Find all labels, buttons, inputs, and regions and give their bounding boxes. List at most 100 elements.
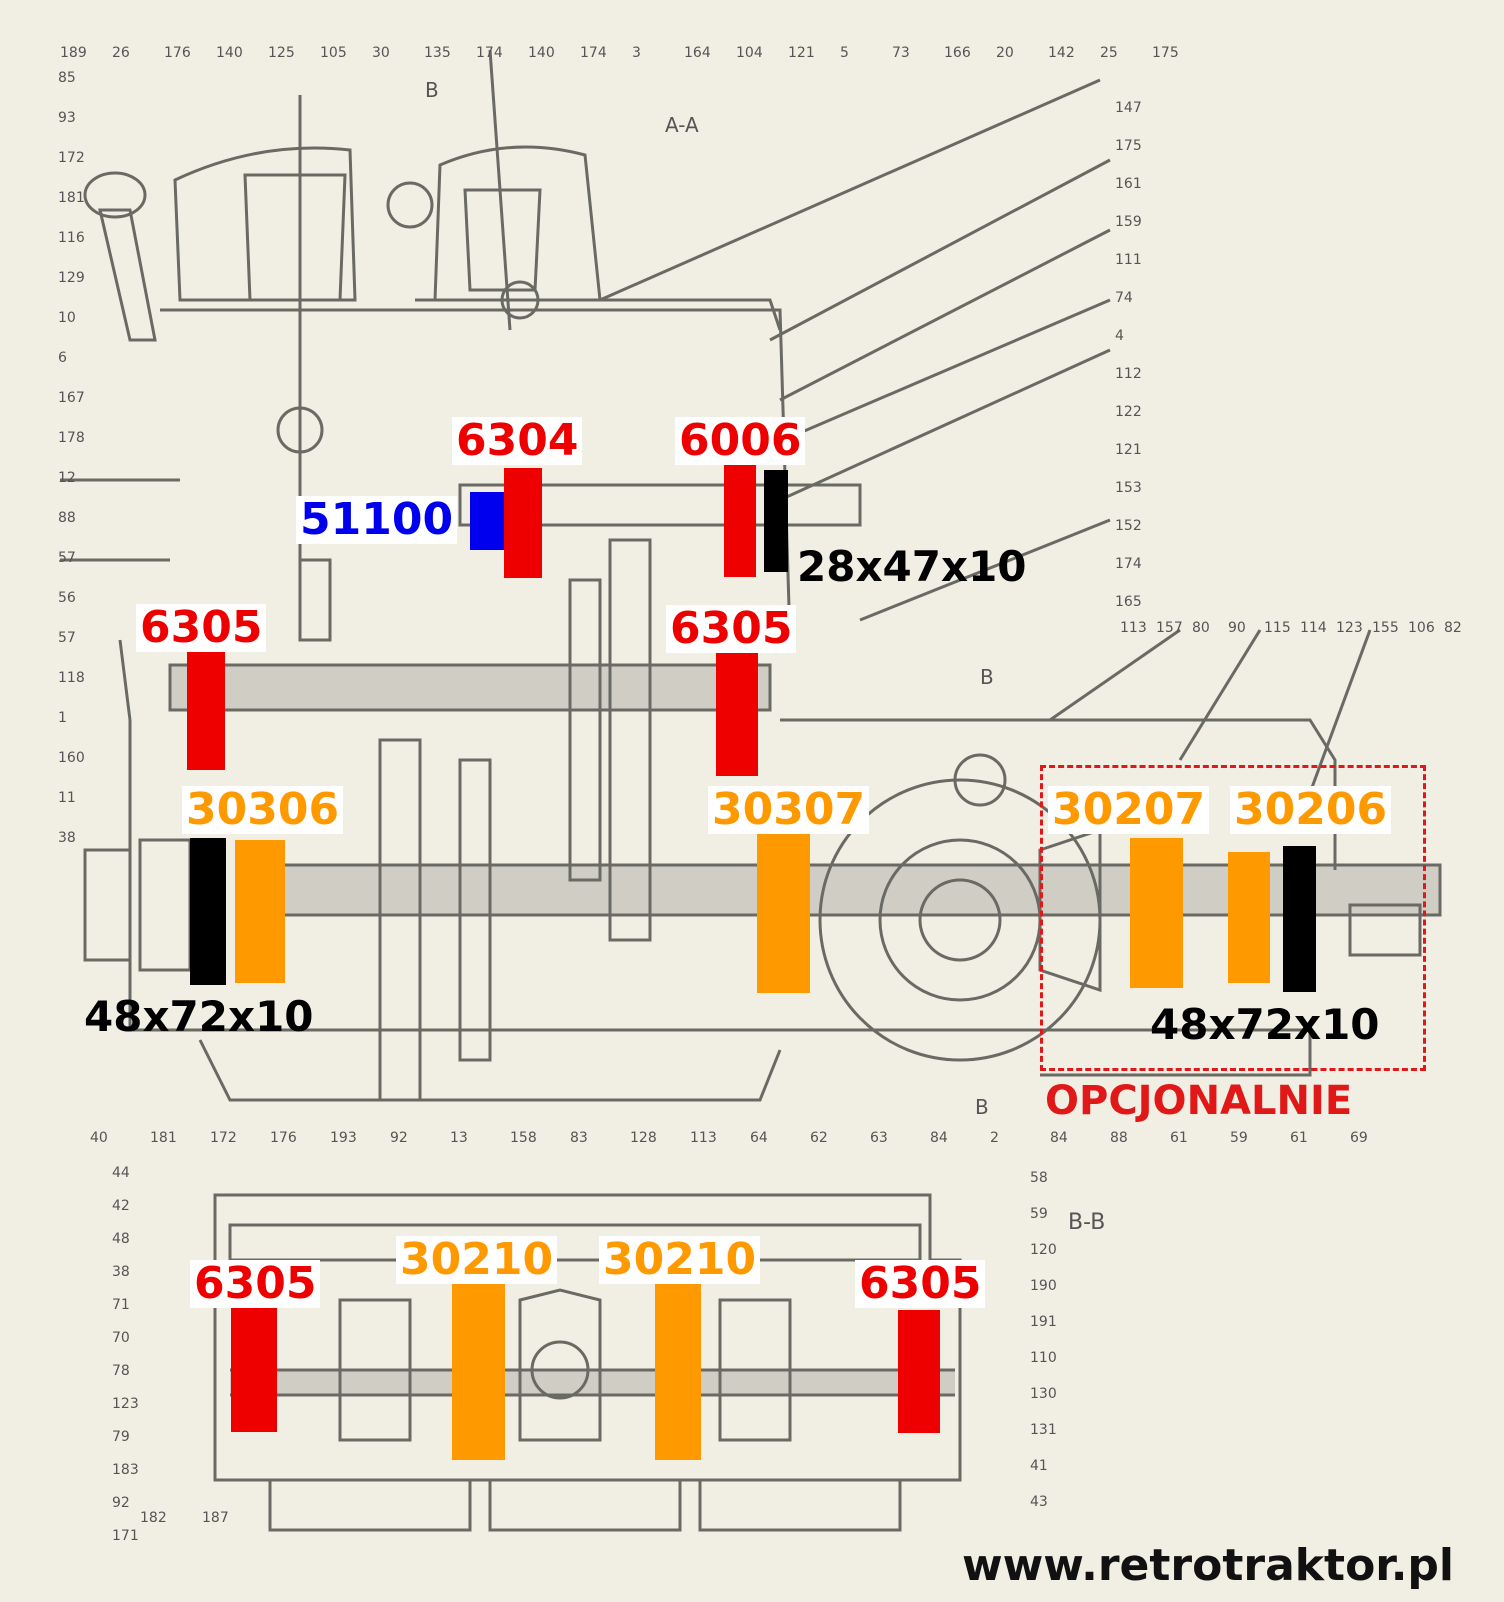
seal-48x72x10-left-bar bbox=[190, 838, 226, 985]
part-callout: 159 bbox=[1115, 214, 1142, 230]
bearing-30210-left-bar bbox=[452, 1282, 505, 1460]
part-callout: 155 bbox=[1372, 620, 1399, 636]
part-callout: 64 bbox=[750, 1130, 768, 1146]
part-callout: 80 bbox=[1192, 620, 1210, 636]
part-callout: 171 bbox=[112, 1528, 139, 1544]
bearing-30206-label: 30206 bbox=[1230, 786, 1392, 834]
part-callout: 104 bbox=[736, 45, 763, 61]
bearing-30307-label: 30307 bbox=[708, 786, 870, 834]
part-callout: 140 bbox=[528, 45, 555, 61]
part-callout: 2 bbox=[990, 1130, 999, 1146]
bearing-6305-top-right-bar bbox=[716, 650, 758, 776]
part-callout: 20 bbox=[996, 45, 1014, 61]
part-callout: 176 bbox=[164, 45, 191, 61]
part-callout: 6 bbox=[58, 350, 67, 366]
part-callout: 135 bbox=[424, 45, 451, 61]
part-callout: 83 bbox=[570, 1130, 588, 1146]
part-callout: 44 bbox=[112, 1165, 130, 1181]
bearing-30210-right-bar bbox=[655, 1282, 701, 1460]
part-callout: 42 bbox=[112, 1198, 130, 1214]
part-callout: 79 bbox=[112, 1429, 130, 1445]
part-callout: 43 bbox=[1030, 1494, 1048, 1510]
part-callout: 12 bbox=[58, 470, 76, 486]
part-callout: 90 bbox=[1228, 620, 1246, 636]
part-callout: 84 bbox=[1050, 1130, 1068, 1146]
part-callout: 74 bbox=[1115, 290, 1133, 306]
part-callout: 1 bbox=[58, 710, 67, 726]
part-callout: 164 bbox=[684, 45, 711, 61]
part-callout: 110 bbox=[1030, 1350, 1057, 1366]
part-callout: 38 bbox=[112, 1264, 130, 1280]
bearing-6304-label: 6304 bbox=[452, 417, 583, 465]
seal-left-dimension: 48x72x10 bbox=[84, 992, 314, 1041]
bearing-51100-bar bbox=[470, 492, 504, 550]
optional-bearings-box bbox=[1040, 765, 1426, 1071]
part-callout: 93 bbox=[58, 110, 76, 126]
bearing-6305-top-right-label: 6305 bbox=[666, 605, 797, 653]
part-callout: 61 bbox=[1170, 1130, 1188, 1146]
part-callout: 189 bbox=[60, 45, 87, 61]
part-callout: 63 bbox=[870, 1130, 888, 1146]
part-callout: 153 bbox=[1115, 480, 1142, 496]
part-callout: 167 bbox=[58, 390, 85, 406]
seal-top-dimension: 28x47x10 bbox=[797, 542, 1027, 591]
bearing-6305-top-left-label: 6305 bbox=[136, 604, 267, 652]
part-callout: 166 bbox=[944, 45, 971, 61]
bearing-6006-bar bbox=[724, 465, 756, 577]
bearing-6304-bar bbox=[504, 468, 542, 578]
bearing-30210-right-label: 30210 bbox=[599, 1236, 761, 1284]
part-callout: 30 bbox=[372, 45, 390, 61]
part-callout: 10 bbox=[58, 310, 76, 326]
bearing-30210-left-label: 30210 bbox=[396, 1236, 558, 1284]
part-callout: 120 bbox=[1030, 1242, 1057, 1258]
part-callout: 175 bbox=[1152, 45, 1179, 61]
part-callout: 174 bbox=[1115, 556, 1142, 572]
bearing-30206-bar bbox=[1228, 852, 1270, 983]
part-callout: 181 bbox=[150, 1130, 177, 1146]
part-callout: 176 bbox=[270, 1130, 297, 1146]
part-callout: 85 bbox=[58, 70, 76, 86]
bearing-6305-bottom-right-label: 6305 bbox=[855, 1260, 986, 1308]
part-callout: 161 bbox=[1115, 176, 1142, 192]
part-callout: 84 bbox=[930, 1130, 948, 1146]
part-callout: 123 bbox=[112, 1396, 139, 1412]
part-callout: 187 bbox=[202, 1510, 229, 1526]
part-callout: 73 bbox=[892, 45, 910, 61]
part-callout: 78 bbox=[112, 1363, 130, 1379]
part-callout: 26 bbox=[112, 45, 130, 61]
part-callout: 92 bbox=[390, 1130, 408, 1146]
part-callout: 121 bbox=[788, 45, 815, 61]
part-callout: 56 bbox=[58, 590, 76, 606]
part-callout: 190 bbox=[1030, 1278, 1057, 1294]
part-callout: 25 bbox=[1100, 45, 1118, 61]
part-callout: 48 bbox=[112, 1231, 130, 1247]
seal-48x72x10-right-bar bbox=[1283, 846, 1316, 992]
part-callout: 122 bbox=[1115, 404, 1142, 420]
bearing-30207-label: 30207 bbox=[1048, 786, 1210, 834]
part-callout: 115 bbox=[1264, 620, 1291, 636]
part-callout: 175 bbox=[1115, 138, 1142, 154]
part-callout: 11 bbox=[58, 790, 76, 806]
section-label-b-bottom: B bbox=[975, 1095, 989, 1119]
part-callout: 131 bbox=[1030, 1422, 1057, 1438]
part-callout: 172 bbox=[210, 1130, 237, 1146]
section-label-b-top: B bbox=[425, 78, 439, 102]
part-callout: 160 bbox=[58, 750, 85, 766]
part-callout: 152 bbox=[1115, 518, 1142, 534]
part-callout: 61 bbox=[1290, 1130, 1308, 1146]
part-callout: 140 bbox=[216, 45, 243, 61]
website-watermark: www.retrotraktor.pl bbox=[962, 1540, 1455, 1591]
part-callout: 130 bbox=[1030, 1386, 1057, 1402]
part-callout: 181 bbox=[58, 190, 85, 206]
bearing-6006-label: 6006 bbox=[675, 417, 806, 465]
part-callout: 58 bbox=[1030, 1170, 1048, 1186]
part-callout: 62 bbox=[810, 1130, 828, 1146]
part-callout: 174 bbox=[476, 45, 503, 61]
part-callout: 105 bbox=[320, 45, 347, 61]
part-callout: 112 bbox=[1115, 366, 1142, 382]
part-callout: 165 bbox=[1115, 594, 1142, 610]
bearing-30306-label: 30306 bbox=[182, 786, 344, 834]
part-callout: 116 bbox=[58, 230, 85, 246]
bearing-30306-bar bbox=[235, 840, 285, 983]
